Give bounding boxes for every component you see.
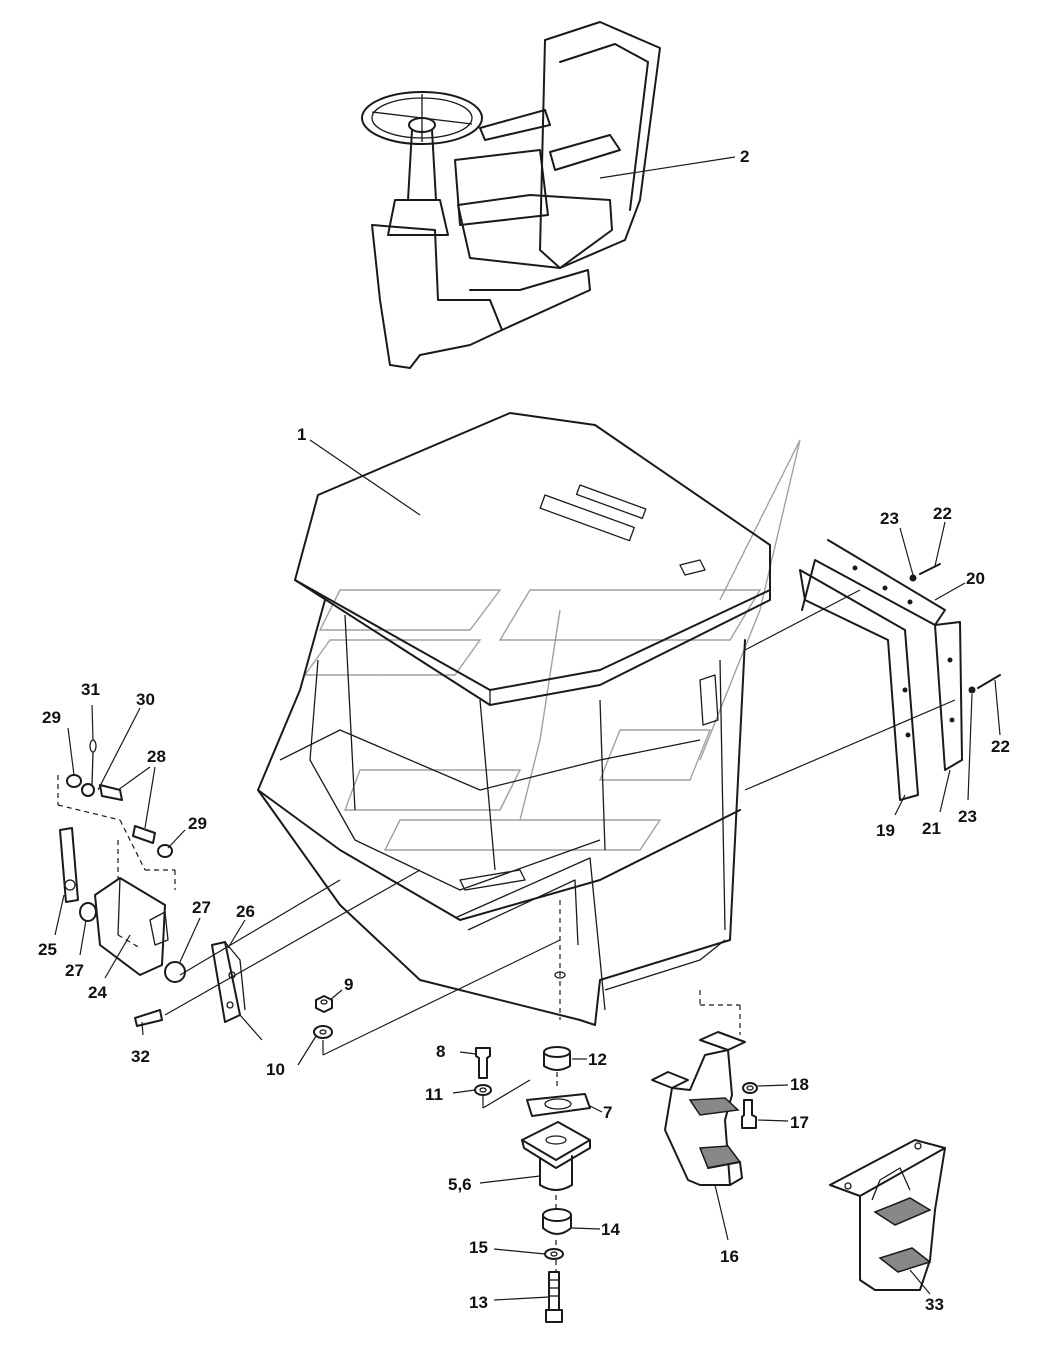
callout-13: 13 [469, 1293, 488, 1312]
callout-23b: 23 [958, 807, 977, 826]
callout-27a: 27 [192, 898, 211, 917]
leader-bracket-bottom [744, 699, 956, 791]
step-assembly-16 [651, 990, 746, 1186]
callout-56: 5,6 [448, 1175, 472, 1194]
isolator-mount-stack [474, 1046, 591, 1323]
leader-25 [54, 894, 65, 936]
callout-16: 16 [720, 1247, 739, 1266]
watermark-logo [303, 439, 801, 851]
callout-12: 12 [588, 1050, 607, 1069]
leader-2 [599, 156, 736, 179]
leader-8 [459, 1051, 477, 1055]
leader-27a [179, 917, 201, 963]
callout-30: 30 [136, 690, 155, 709]
callout-20: 20 [966, 569, 985, 588]
bracket-bolts [909, 563, 1001, 694]
step-assembly-33 [829, 1139, 946, 1291]
leader-23b [967, 693, 973, 801]
callout-24: 24 [88, 983, 107, 1002]
leader-13 [493, 1296, 550, 1301]
leader-56 [479, 1175, 541, 1184]
callout-19: 19 [876, 821, 895, 840]
seat-assembly [361, 21, 661, 369]
callout-14: 14 [601, 1220, 620, 1239]
leader-26 [227, 919, 246, 949]
leader-11 [452, 1089, 476, 1094]
leader-10 [297, 1035, 317, 1066]
leader-19 [894, 794, 906, 816]
control-module-assembly [57, 739, 421, 1041]
callout-22a: 22 [933, 504, 952, 523]
callout-9: 9 [344, 975, 353, 994]
leader-23a [899, 527, 914, 576]
step-bolt [741, 1082, 758, 1129]
leader-18 [757, 1084, 789, 1087]
callout-2: 2 [740, 147, 749, 166]
callout-1: 1 [297, 425, 306, 444]
callout-10: 10 [266, 1060, 285, 1079]
nut-washer [313, 939, 561, 1056]
leader-20 [934, 582, 966, 601]
callout-29a: 29 [42, 708, 61, 727]
leader-16 [714, 1184, 729, 1241]
cab-body [257, 412, 771, 1026]
callout-32: 32 [131, 1047, 150, 1066]
rear-frame-bracket [799, 539, 963, 801]
leader-28b [144, 766, 156, 829]
leader-24 [104, 934, 131, 979]
callout-18: 18 [790, 1075, 809, 1094]
leader-30 [97, 707, 141, 791]
callout-33: 33 [925, 1295, 944, 1314]
leader-15 [493, 1248, 546, 1255]
leader-1 [309, 439, 421, 516]
callout-7: 7 [603, 1103, 612, 1122]
callout-11: 11 [425, 1085, 443, 1104]
callout-23a: 23 [880, 509, 899, 528]
leader-7 [589, 1105, 603, 1113]
leader-17 [757, 1119, 789, 1122]
leader-27b [79, 919, 87, 956]
callout-25: 25 [38, 940, 57, 959]
leader-29a [67, 727, 75, 776]
callout-17: 17 [790, 1113, 809, 1132]
leader-28a [117, 766, 151, 791]
callout-26: 26 [236, 902, 255, 921]
callout-29b: 29 [188, 814, 207, 833]
callout-28: 28 [147, 747, 166, 766]
leader-bracket-top [744, 589, 861, 651]
leader-22a [934, 521, 946, 567]
leader-21 [939, 769, 951, 813]
callout-27b: 27 [65, 961, 84, 980]
leader-9 [329, 989, 343, 1001]
leader-31 [91, 704, 94, 741]
leader-29b [167, 829, 186, 849]
leader-22b [994, 679, 1001, 736]
leader-33 [909, 1269, 931, 1295]
leader-14 [571, 1227, 601, 1230]
callout-22b: 22 [991, 737, 1010, 756]
callout-15: 15 [469, 1238, 488, 1257]
callout-21: 21 [922, 819, 941, 838]
callout-8: 8 [436, 1042, 445, 1061]
callout-31: 31 [81, 680, 100, 699]
leader-32 [141, 1021, 144, 1036]
